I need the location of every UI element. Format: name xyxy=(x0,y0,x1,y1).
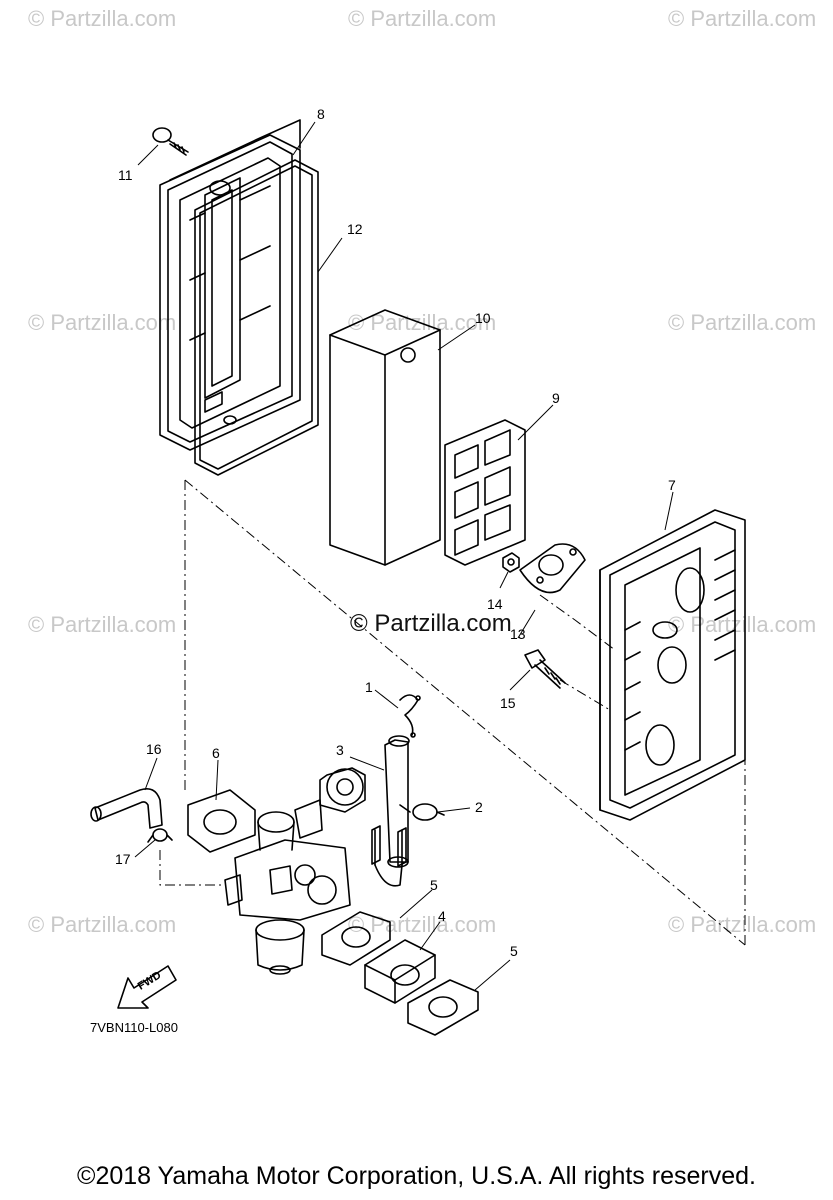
callout-2: 2 xyxy=(475,799,483,815)
watermark: © Partzilla.com xyxy=(28,310,177,335)
callout-15: 15 xyxy=(500,695,516,711)
callout-7: 7 xyxy=(668,477,676,493)
air-filter-element-part xyxy=(329,309,441,566)
clamp-part xyxy=(399,803,445,821)
callout-4: 4 xyxy=(438,908,446,924)
watermark: © Partzilla.com xyxy=(668,6,817,31)
clip-part xyxy=(399,694,421,738)
callout-13: 13 xyxy=(510,626,526,642)
watermark: © Partzilla.com xyxy=(348,6,497,31)
callout-11: 11 xyxy=(118,167,133,183)
callout-3: 3 xyxy=(336,742,344,758)
gasket-lower-part xyxy=(407,979,479,1036)
watermark: © Partzilla.com xyxy=(28,612,177,637)
watermark: © Partzilla.com xyxy=(28,6,177,31)
callout-10: 10 xyxy=(475,310,491,326)
callout-16: 16 xyxy=(146,741,162,757)
drain-hose-part xyxy=(90,787,163,829)
assembly-guide-lines xyxy=(159,479,746,946)
gasket-part xyxy=(444,419,526,566)
watermark: © Partzilla.com xyxy=(348,310,497,335)
bolt-part xyxy=(524,649,566,689)
carburetor-gasket-part xyxy=(187,789,256,853)
callout-9: 9 xyxy=(552,390,560,406)
nut-part xyxy=(502,552,520,573)
callout-1: 1 xyxy=(365,679,373,695)
seal-part xyxy=(194,159,319,476)
joint-gasket-part xyxy=(519,543,586,594)
callout-12: 12 xyxy=(347,221,363,237)
air-cleaner-cover-part xyxy=(159,119,301,451)
air-cleaner-case-part xyxy=(599,509,746,821)
callout-leaders xyxy=(134,121,674,991)
callout-14: 14 xyxy=(487,596,503,612)
watermark: © Partzilla.com xyxy=(668,310,817,335)
watermark: © Partzilla.com xyxy=(28,912,177,937)
hose-part xyxy=(384,735,410,868)
hose-clip-part xyxy=(147,828,173,843)
callout-8: 8 xyxy=(317,106,325,122)
gasket-upper-part xyxy=(321,911,391,966)
callout-5-upper: 5 xyxy=(430,877,438,893)
watermark: © Partzilla.com xyxy=(668,912,817,937)
callout-17: 17 xyxy=(115,851,131,867)
watermark-center: © Partzilla.com xyxy=(350,610,512,637)
copyright-notice: ©2018 Yamaha Motor Corporation, U.S.A. A… xyxy=(77,1162,756,1190)
screw-part xyxy=(152,127,189,156)
fwd-arrow-icon xyxy=(117,965,177,1009)
spacer-part xyxy=(364,939,436,1004)
callout-6: 6 xyxy=(212,745,220,761)
watermark: © Partzilla.com xyxy=(668,612,817,637)
carburetor-part xyxy=(224,767,407,975)
diagram-code: 7VBN110-L080 xyxy=(90,1020,178,1035)
callout-5-lower: 5 xyxy=(510,943,518,959)
